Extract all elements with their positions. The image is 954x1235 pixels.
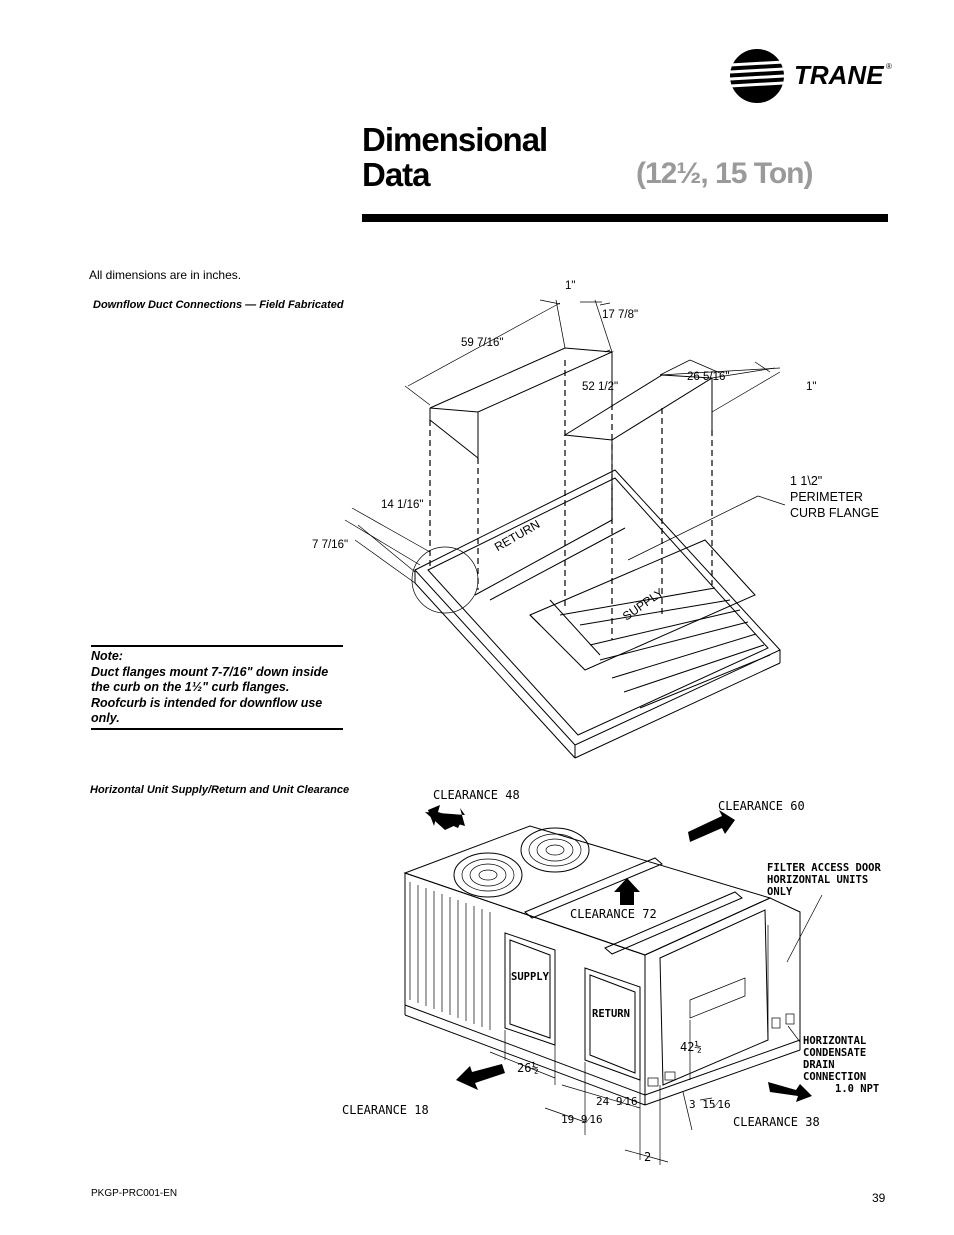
unit-return-label: RETURN bbox=[592, 1008, 630, 1020]
condensate-drain-callout: HORIZONTAL CONDENSATE DRAIN CONNECTION 1… bbox=[803, 1035, 879, 1095]
drain-line3: DRAIN bbox=[803, 1059, 835, 1071]
trane-logo-mark-icon bbox=[729, 49, 785, 103]
clearance-38-label: CLEARANCE 38 bbox=[733, 1115, 820, 1129]
drain-line1: HORIZONTAL bbox=[803, 1035, 867, 1047]
condenser-fan-icon-1 bbox=[453, 852, 523, 898]
note-line2: the curb on the 1½" curb flanges. bbox=[91, 680, 290, 694]
dim-26-1-2: 26½ bbox=[517, 1061, 539, 1075]
note-box: Note: Duct flanges mount 7-7/16" down in… bbox=[91, 649, 343, 727]
arrow-clearance-18-icon bbox=[456, 1064, 505, 1090]
unit-supply-label: SUPPLY bbox=[511, 971, 549, 983]
note-line3: Roofcurb is intended for downflow use bbox=[91, 695, 323, 710]
dim-7-7-16: 7 7/16" bbox=[312, 539, 349, 551]
clearance-60-label: CLEARANCE 60 bbox=[718, 799, 805, 813]
clearance-48-label: CLEARANCE 48 bbox=[433, 788, 520, 802]
note-line4: only. bbox=[91, 711, 120, 725]
page-number: 39 bbox=[872, 1191, 886, 1205]
figure2-caption: Horizontal Unit Supply/Return and Unit C… bbox=[90, 784, 350, 796]
arrow-clearance-60-icon bbox=[688, 810, 735, 842]
dim-1-right: 1" bbox=[806, 381, 817, 393]
dim-14-1-16: 14 1/16" bbox=[381, 499, 424, 511]
note-line1: Duct flanges mount 7-7/16" down inside bbox=[91, 664, 329, 679]
dim-52-1-2: 52 1/2" bbox=[582, 381, 619, 393]
dim-1-top: 1" bbox=[565, 280, 576, 292]
figure1-caption: Downflow Duct Connections — Field Fabric… bbox=[93, 299, 344, 311]
dim-2: 2 bbox=[644, 1150, 652, 1164]
flange-label-line2: PERIMETER bbox=[790, 490, 863, 504]
flange-label-line3: CURB FLANGE bbox=[790, 506, 879, 520]
downflow-duct-diagram bbox=[344, 299, 786, 759]
note-rule-bottom bbox=[91, 728, 343, 730]
dim-19-9-16: 19 9⁄16 bbox=[561, 1113, 603, 1126]
drain-line4: CONNECTION bbox=[803, 1071, 867, 1083]
filter-line2: HORIZONTAL UNITS bbox=[767, 874, 869, 886]
dim-59-7-16: 59 7/16" bbox=[461, 337, 504, 349]
dim-26-5-16: 26 5/16" bbox=[687, 371, 730, 383]
drain-line5: 1.0 NPT bbox=[835, 1083, 880, 1095]
filter-access-callout: FILTER ACCESS DOOR HORIZONTAL UNITS ONLY bbox=[767, 862, 881, 898]
clearance-18-label: CLEARANCE 18 bbox=[342, 1103, 429, 1117]
filter-line3: ONLY bbox=[767, 886, 793, 898]
title-rule bbox=[362, 214, 888, 222]
page-title-line1: Dimensional bbox=[362, 121, 548, 158]
dim-24-9-16: 24 9⁄16 bbox=[596, 1095, 638, 1108]
brand-name: TRANE bbox=[794, 60, 884, 90]
dim-17-7-8: 17 7/8" bbox=[602, 309, 639, 321]
note-rule-top bbox=[91, 645, 343, 647]
condenser-fan-icon-2 bbox=[520, 827, 590, 873]
dim-42-1-2: 42½ bbox=[680, 1040, 702, 1054]
clearance-72-label: CLEARANCE 72 bbox=[570, 907, 657, 921]
dim-3-15-16: 3 15⁄16 bbox=[689, 1098, 731, 1111]
trademark-symbol: ® bbox=[886, 62, 892, 71]
filter-line1: FILTER ACCESS DOOR bbox=[767, 862, 881, 874]
doc-code: PKGP-PRC001-EN bbox=[91, 1188, 178, 1199]
intro-text: All dimensions are in inches. bbox=[89, 268, 242, 282]
arrow-clearance-38-icon bbox=[768, 1082, 812, 1102]
arrow-clearance-72-icon bbox=[614, 878, 640, 905]
flange-label-line1: 1 1\2" bbox=[790, 474, 823, 488]
drain-line2: CONDENSATE bbox=[803, 1047, 867, 1059]
trane-logo: TRANE ® bbox=[728, 48, 898, 104]
page-title-line2: Data bbox=[362, 156, 431, 193]
note-heading: Note: bbox=[91, 649, 123, 663]
page-subtitle: (12½, 15 Ton) bbox=[636, 157, 813, 190]
